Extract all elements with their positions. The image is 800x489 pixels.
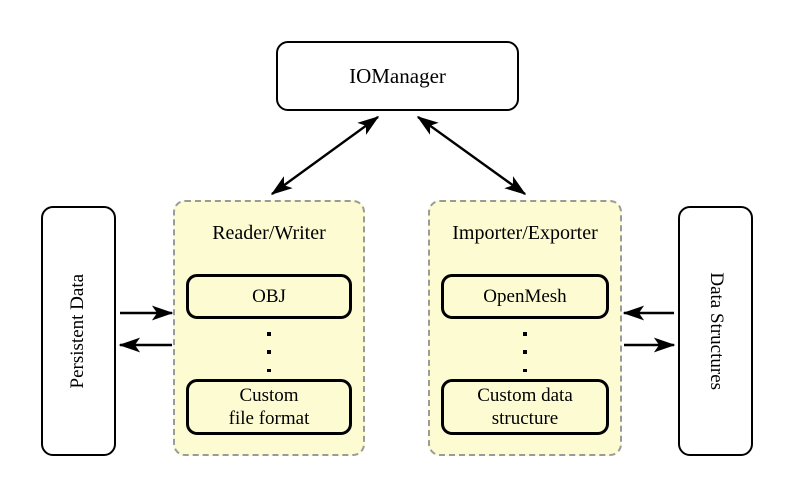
reader-writer-item-obj-label: OBJ (252, 285, 286, 307)
importer-exporter-item-openmesh[interactable]: OpenMesh (441, 274, 609, 319)
data-structures-node[interactable]: Data Structures (678, 206, 753, 456)
importer-exporter-item-custom-data-structure[interactable]: Custom data structure (441, 379, 609, 435)
importer-exporter-item-custom-data-structure-label: Custom data structure (477, 384, 573, 430)
reader-writer-item-obj[interactable]: OBJ (186, 274, 352, 319)
persistent-data-label: Persistent Data (67, 273, 89, 389)
arrow-manager-reader-writer (270, 116, 380, 195)
panel-importer-exporter[interactable]: Importer/Exporter OpenMesh Custom data s… (428, 200, 622, 456)
importer-exporter-ellipsis-icon (430, 332, 620, 372)
reader-writer-ellipsis-icon (175, 332, 363, 372)
arrow-manager-importer-exporter (416, 116, 527, 195)
reader-writer-item-custom-file-format-label: Custom file format (229, 384, 310, 430)
custom-data-structure-line1: Custom data (477, 384, 573, 406)
io-manager-label: IOManager (349, 63, 446, 88)
data-structures-label: Data Structures (705, 272, 727, 390)
custom-data-structure-line2: structure (491, 408, 559, 429)
panel-importer-exporter-title: Importer/Exporter (452, 222, 598, 244)
reader-writer-item-custom-file-format[interactable]: Custom file format (186, 379, 352, 435)
panel-reader-writer-title: Reader/Writer (212, 222, 326, 244)
panel-reader-writer[interactable]: Reader/Writer OBJ Custom file format (173, 200, 365, 456)
io-manager-node[interactable]: IOManager (276, 41, 519, 111)
persistent-data-node[interactable]: Persistent Data (41, 206, 116, 456)
importer-exporter-item-openmesh-label: OpenMesh (483, 285, 567, 307)
custom-file-format-line2: file format (228, 408, 310, 429)
custom-file-format-line1: Custom (239, 384, 299, 406)
